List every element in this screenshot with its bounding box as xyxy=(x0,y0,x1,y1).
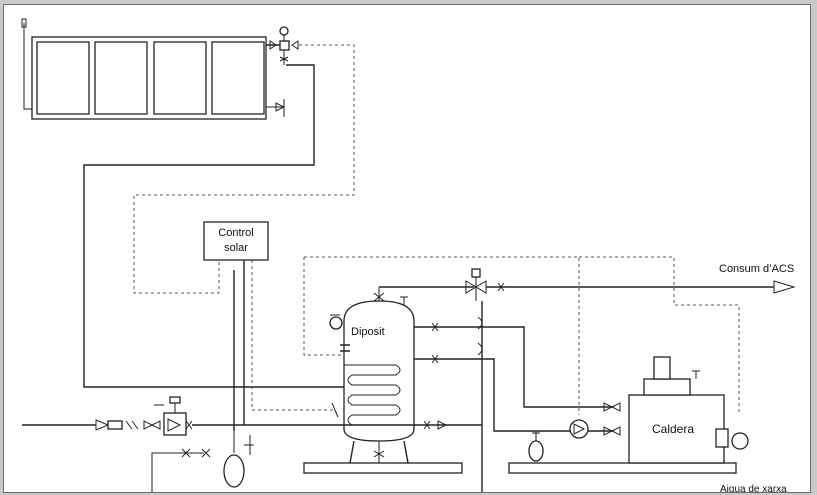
collector-panel xyxy=(36,41,90,115)
boiler-base xyxy=(508,462,737,474)
drain-valve xyxy=(266,99,286,117)
primary-circuit xyxy=(22,64,354,431)
solar-control-box: Control solar xyxy=(203,221,269,261)
boiler-loop xyxy=(331,301,614,492)
boiler-flue xyxy=(653,356,671,380)
expansion-vessel-boiler xyxy=(508,431,737,474)
consumption-label: Consum d’ACS xyxy=(719,263,794,275)
expansion-vessel-solar xyxy=(151,431,254,492)
collector-panel xyxy=(94,41,148,115)
boiler-label: Caldera xyxy=(652,422,694,436)
sensor-wiring xyxy=(133,44,740,415)
air-vent-valve xyxy=(266,26,299,65)
tank-label: Diposit xyxy=(351,326,385,338)
boiler-burner xyxy=(731,432,749,450)
solar-pump-group xyxy=(95,396,193,436)
mains-water-label: Aigua de xarxa xyxy=(720,484,787,493)
solar-collector-array xyxy=(21,18,267,120)
collector-panel xyxy=(153,41,207,115)
boiler-pump xyxy=(569,402,621,439)
pump-box xyxy=(163,412,187,436)
control-label-line2: solar xyxy=(224,242,248,254)
control-label-line1: Control xyxy=(218,227,253,239)
solar-dhw-schematic: .ln { stroke: #222; stroke-width: 1.4; f… xyxy=(21,18,796,493)
dhw-outlet: Consum d’ACS xyxy=(379,263,796,301)
storage-tank: Diposit xyxy=(303,287,463,474)
diagram-frame: .ln { stroke: #222; stroke-width: 1.4; f… xyxy=(3,4,811,493)
collector-panel xyxy=(211,41,265,115)
tank-base xyxy=(303,462,463,474)
boiler: Caldera xyxy=(628,356,749,464)
